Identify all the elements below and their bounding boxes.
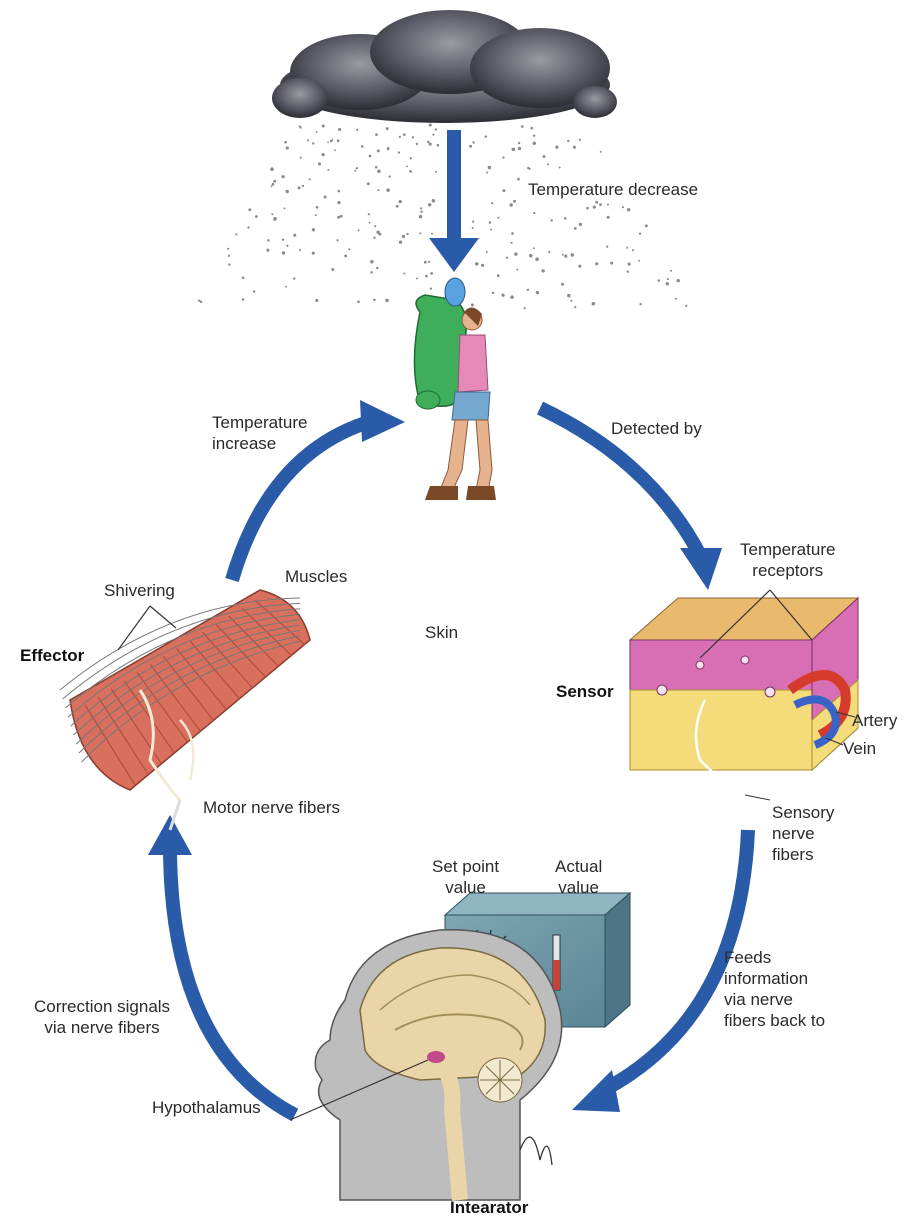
label-skin: Skin <box>425 622 458 643</box>
label-shivering: Shivering <box>104 580 175 601</box>
label-feeds-information: Feeds information via nerve fibers back … <box>724 947 825 1031</box>
label-integrator: Intearator <box>450 1197 528 1218</box>
label-temperature-receptors: Temperature receptors <box>740 539 835 581</box>
skin-block <box>630 590 858 800</box>
arrow-correction-signals <box>148 815 295 1115</box>
label-effector: Effector <box>20 645 84 666</box>
label-temperature-increase: Temperature increase <box>212 412 307 454</box>
label-muscles: Muscles <box>285 566 347 587</box>
muscle-illustration <box>60 590 310 830</box>
rain-drops <box>198 123 687 310</box>
arrow-cloud-to-hiker <box>429 130 479 272</box>
hiker-figure <box>414 278 496 500</box>
label-sensory-nerve-fibers: Sensory nerve fibers <box>772 802 834 865</box>
label-vein: Vein <box>843 738 876 759</box>
label-sensor: Sensor <box>556 681 614 702</box>
label-detected-by: Detected by <box>611 418 702 439</box>
label-correction-signals: Correction signals via nerve fibers <box>34 996 170 1038</box>
label-set-point-value: Set point value <box>432 856 499 898</box>
label-motor-nerve-fibers: Motor nerve fibers <box>203 797 340 818</box>
label-temperature-decrease: Temperature decrease <box>528 179 698 200</box>
label-artery: Artery <box>852 710 897 731</box>
label-hypothalamus: Hypothalamus <box>152 1097 261 1118</box>
storm-cloud <box>272 10 617 123</box>
label-actual-value: Actual value <box>555 856 602 898</box>
head-brain-illustration <box>290 930 562 1200</box>
